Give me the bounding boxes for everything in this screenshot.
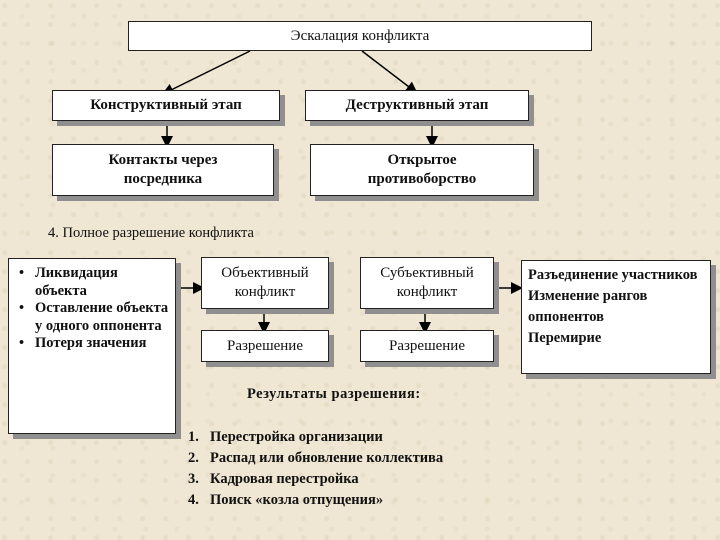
open-confrontation-label: Открытое противоборство — [367, 152, 477, 187]
objective-conflict-label: Объективный конфликт — [221, 265, 309, 300]
contacts-label: Контакты через посредника — [108, 152, 218, 187]
subjective-conflict-label: Субъективный конфликт — [380, 265, 474, 300]
escalation-label: Эскалация конфликта — [290, 27, 430, 44]
constructive-stage-box: Конструктивный этап — [52, 90, 280, 121]
list-item: Ликвидация объекта — [19, 265, 171, 300]
left-list: Ликвидация объекта Оставление объекта у … — [13, 265, 171, 353]
contacts-box: Контакты через посредника — [52, 144, 274, 196]
list-item: 2.Распад или обновление коллектива — [188, 450, 444, 466]
destructive-stage-label: Деструктивный этап — [345, 97, 489, 113]
right-list: Разъединение участников Изменение рангов… — [522, 261, 710, 353]
left-list-box: Ликвидация объекта Оставление объекта у … — [8, 258, 176, 434]
section-label: 4. Полное разрешение конфликта — [48, 225, 254, 241]
escalation-box: Эскалация конфликта — [128, 21, 592, 51]
list-item: 3.Кадровая перестройка — [188, 471, 359, 487]
list-item: Оставление объекта у одного оппонента — [19, 300, 171, 335]
list-item: Потеря значения — [19, 335, 171, 353]
arrow-to-destructive — [361, 50, 418, 94]
list-item: Изменение рангов оппонентов — [528, 288, 648, 325]
resolution-right-label: Разрешение — [388, 337, 465, 354]
list-item: Перемирие — [528, 330, 602, 346]
objective-conflict-box: Объективный конфликт — [201, 257, 329, 309]
right-list-box: Разъединение участников Изменение рангов… — [521, 260, 711, 374]
resolution-left-label: Разрешение — [226, 337, 303, 354]
subjective-conflict-box: Субъективный конфликт — [360, 257, 494, 309]
resolution-right-box: Разрешение — [360, 330, 494, 362]
open-confrontation-box: Открытое противоборство — [310, 144, 534, 196]
resolution-left-box: Разрешение — [201, 330, 329, 362]
list-item: 4.Поиск «козла отпущения» — [188, 492, 384, 508]
list-item: Разъединение участников — [528, 267, 698, 283]
results-title: Результаты разрешения: — [247, 386, 421, 402]
results-list: 1.Перестройка организации 2.Распад или о… — [188, 427, 443, 511]
constructive-stage-label: Конструктивный этап — [90, 97, 242, 113]
arrow-to-constructive — [161, 50, 251, 95]
list-item: 1.Перестройка организации — [188, 429, 383, 445]
destructive-stage-box: Деструктивный этап — [305, 90, 529, 121]
